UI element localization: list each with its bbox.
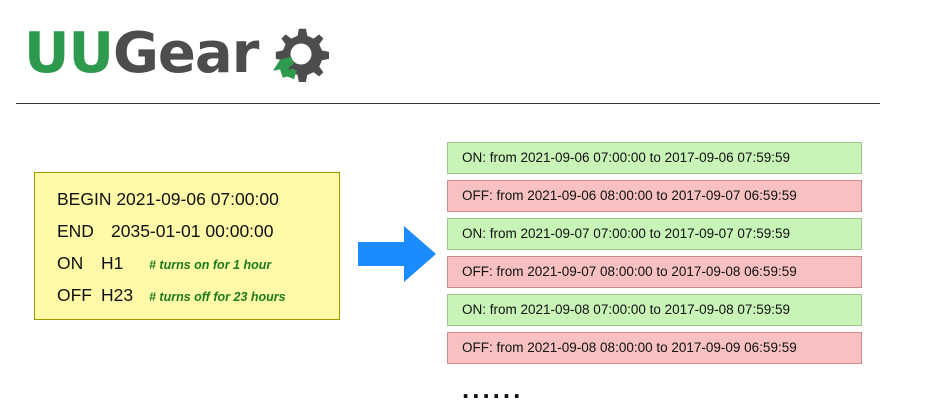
result-row: ON: from 2021-09-06 07:00:00 to 2017-09-… (447, 142, 862, 174)
off-value: H23 (101, 285, 134, 305)
end-keyword: END (57, 221, 94, 241)
gear-icon (273, 28, 330, 82)
logo-wordmark: UUGear (24, 26, 259, 82)
on-comment: # turns on for 1 hour (149, 258, 272, 272)
result-row: OFF: from 2021-09-08 08:00:00 to 2017-09… (447, 332, 862, 364)
result-row: ON: from 2021-09-08 07:00:00 to 2017-09-… (447, 294, 862, 326)
off-comment: # turns off for 23 hours (149, 290, 286, 304)
end-value: 2035-01-01 00:00:00 (111, 221, 274, 241)
on-value: H1 (101, 253, 124, 273)
on-keyword: ON (57, 253, 84, 273)
right-arrow-icon (358, 226, 436, 282)
schedule-script-box: BEGIN 2021-09-06 07:00:00 END 2035-01-01 … (34, 172, 340, 320)
off-keyword: OFF (57, 285, 92, 305)
logo-uu: UU (24, 21, 114, 86)
off-line: OFF H23 # turns off for 23 hours (57, 285, 286, 306)
continuation-ellipsis: ...... (462, 374, 524, 404)
on-line: ON H1 # turns on for 1 hour (57, 253, 271, 274)
result-row: OFF: from 2021-09-06 08:00:00 to 2017-09… (447, 180, 862, 212)
header-divider (16, 103, 880, 104)
end-line: END 2035-01-01 00:00:00 (57, 221, 274, 242)
begin-line: BEGIN 2021-09-06 07:00:00 (57, 189, 279, 209)
uugear-logo: UUGear (24, 14, 336, 94)
logo-gear-word: Gear (112, 21, 259, 86)
result-row: OFF: from 2021-09-07 08:00:00 to 2017-09… (447, 256, 862, 288)
result-row: ON: from 2021-09-07 07:00:00 to 2017-09-… (447, 218, 862, 250)
